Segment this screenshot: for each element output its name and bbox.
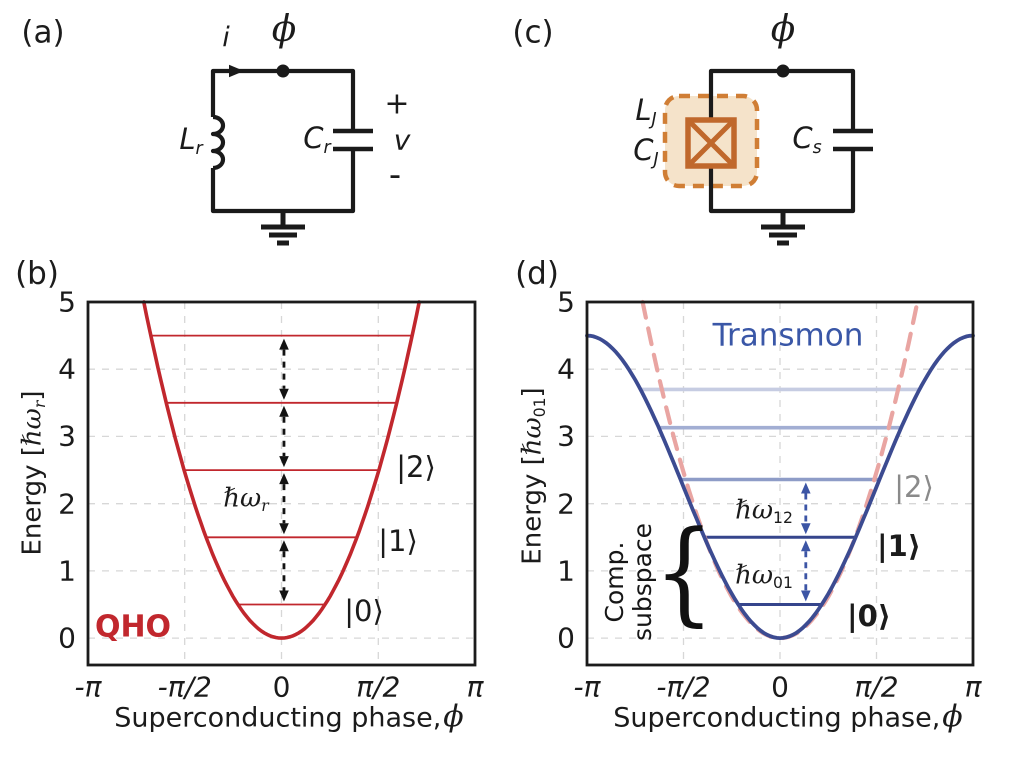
subspace-brace: { xyxy=(653,507,715,638)
phase-label-a: ϕ xyxy=(271,9,297,51)
josephson-capacitance-label: CJ xyxy=(633,132,659,170)
circuit-a-loop-wire xyxy=(210,68,356,214)
ket-2-label-b: |2⟩ xyxy=(396,449,436,484)
transmon-annotation: Transmon xyxy=(712,317,864,354)
x-tick-d-π/2: π/2 xyxy=(854,670,899,704)
capacitor-a-label: Cr xyxy=(303,120,331,158)
x-tick-d-0: 0 xyxy=(771,670,789,704)
x-tick-d--π: -π xyxy=(573,670,601,704)
arrowhead-down xyxy=(801,590,811,602)
plot-frame-b xyxy=(86,300,477,667)
ground-symbol-a xyxy=(261,211,305,246)
arrowhead-up xyxy=(801,482,811,494)
current-arrow xyxy=(229,64,244,78)
arrowhead-down xyxy=(279,456,289,468)
panel-label-a: (a) xyxy=(21,14,65,51)
transition-label-hbar-omega-r: ℏωr xyxy=(223,483,269,515)
voltage-minus-sign: - xyxy=(388,155,402,196)
x-tick-b--π: -π xyxy=(74,670,102,704)
capacitor-plates-c xyxy=(833,128,873,152)
josephson-junction-cross xyxy=(686,118,736,168)
ground-symbol-c xyxy=(761,211,805,246)
y-tick-d-1: 1 xyxy=(557,554,575,588)
arrowhead-down xyxy=(279,590,289,602)
shunt-capacitor-label: Cs xyxy=(792,120,822,158)
qho-annotation: QHO xyxy=(94,609,172,645)
x-tick-b-π/2: π/2 xyxy=(356,670,401,704)
ket-1-label-b: |1⟩ xyxy=(378,523,418,558)
y-tick-b-1: 1 xyxy=(58,554,76,588)
x-tick-d--π/2: -π/2 xyxy=(656,670,711,704)
ket-0-label-b: |0⟩ xyxy=(344,593,384,628)
ket-1-label-d: |1⟩ xyxy=(876,528,922,563)
qho-reference-curve xyxy=(640,299,920,641)
voltage-plus-sign: + xyxy=(384,86,410,122)
arrowhead-down xyxy=(801,523,811,535)
x-tick-b-0: 0 xyxy=(272,670,291,704)
ket-2-label-d: |2⟩ xyxy=(894,469,934,504)
y-tick-b-4: 4 xyxy=(58,352,76,386)
panel-label-b: (b) xyxy=(15,255,59,292)
transmon-potential-curve xyxy=(585,333,975,641)
transition-label-hbar-omega-01: ℏω01 xyxy=(735,560,793,592)
lc-circuit-diagram xyxy=(210,64,373,246)
arrowhead-up xyxy=(279,405,289,417)
phase-label-c: ϕ xyxy=(770,9,796,51)
arrowhead-up xyxy=(279,540,289,552)
qho-potential-curve xyxy=(142,300,422,640)
arrowhead-up xyxy=(801,540,811,552)
y-tick-d-3: 3 xyxy=(557,419,575,453)
node-dot-a xyxy=(276,64,290,78)
josephson-inductance-label: LJ xyxy=(635,92,657,130)
arrowhead-up xyxy=(279,473,289,485)
panel-label-d: (d) xyxy=(515,255,559,292)
y-tick-d-0: 0 xyxy=(557,621,575,655)
inductor-label: Lr xyxy=(179,121,203,159)
plot-panel-b xyxy=(86,300,477,667)
y-tick-b-2: 2 xyxy=(58,486,76,520)
arrowhead-down xyxy=(279,523,289,535)
x-tick-b-π: π xyxy=(466,670,484,704)
capacitor-plates-a xyxy=(333,128,373,152)
y-tick-d-2: 2 xyxy=(557,486,575,520)
arrowhead-down xyxy=(279,388,289,400)
plot-panel-d xyxy=(585,299,975,667)
x-tick-b--π/2: -π/2 xyxy=(157,670,212,704)
y-axis-label-d: Energy [ℏω01] xyxy=(517,387,549,565)
voltage-label: v xyxy=(393,123,411,157)
inductor-coil xyxy=(210,114,226,171)
ket-0-label-d: |0⟩ xyxy=(846,598,892,633)
y-axis-label-b: Energy [ℏωr] xyxy=(17,390,49,556)
y-tick-d-5: 5 xyxy=(557,285,575,319)
y-tick-b-3: 3 xyxy=(58,419,76,453)
current-label: i xyxy=(222,21,230,53)
panel-label-c: (c) xyxy=(512,14,554,51)
x-axis-label-d: Superconducting phase,ϕ xyxy=(613,699,963,735)
computational-subspace-label: Comp.subspace xyxy=(600,522,657,642)
y-tick-b-5: 5 xyxy=(58,285,76,319)
plot-frame-d xyxy=(585,300,975,667)
x-axis-label-b: Superconducting phase,ϕ xyxy=(114,699,464,735)
y-tick-b-0: 0 xyxy=(58,621,76,655)
arrowhead-up xyxy=(279,338,289,350)
x-tick-d-π: π xyxy=(964,670,982,704)
node-dot-c xyxy=(776,64,790,78)
transmon-circuit-diagram xyxy=(662,64,873,246)
y-tick-d-4: 4 xyxy=(557,352,575,386)
transition-label-hbar-omega-12: ℏω12 xyxy=(735,495,793,527)
